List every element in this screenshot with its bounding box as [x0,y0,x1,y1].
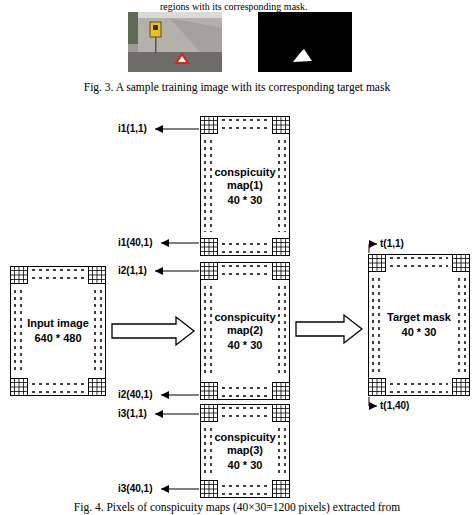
pixel-label: t(1,40) [380,400,409,412]
pixel-label: i3(1,1) [118,408,147,420]
photo-tree [128,12,138,44]
sign-mark [153,25,158,30]
leader-arrow [155,129,199,130]
leader-arrow [161,489,199,490]
pixel-label: i1(40,1) [118,237,152,249]
sign-board [150,22,161,37]
leader-arrow [161,395,199,396]
pixel-label: i3(40,1) [118,483,152,495]
road-photo [128,12,222,72]
box-title: conspicuity map(1) [214,166,276,192]
photo-base [128,12,222,72]
mask-image [258,12,352,72]
conspicuity-map-box: conspicuity map(2) 40 * 30 [200,262,290,400]
pixel-label: i2(40,1) [118,389,152,401]
box-size: 640 * 480 [34,332,81,345]
photo-road [128,52,222,72]
photo-wall [138,18,222,52]
box-size: 40 * 30 [228,459,263,472]
box-title: Target mask [387,311,451,324]
warning-triangle-inner [178,56,186,62]
leader-arrow [369,244,377,253]
box-size: 40 * 30 [402,326,437,339]
warning-triangle [174,52,190,64]
pixel-label: i2(1,1) [118,265,147,277]
photo-sky [128,12,222,22]
pixel-label: t(1,1) [380,238,404,250]
conspicuity-map-box: conspicuity map(1) 40 * 30 [200,116,290,256]
flow-arrow [112,317,194,345]
pixel-label: i1(1,1) [118,123,147,135]
target-mask-box: Target mask 40 * 30 [368,254,470,396]
leader-arrow [161,243,199,244]
box-title: Input image [27,317,89,330]
figure-caption: Fig. 4. Pixels of conspicuity maps (40×3… [0,500,474,514]
box-title: conspicuity map(3) [214,431,276,457]
box-size: 40 * 30 [228,339,263,352]
flow-arrow [296,315,362,343]
leader-arrow [155,271,199,272]
input-image-box: Input image 640 * 480 [10,266,106,396]
box-size: 40 * 30 [228,194,263,207]
mask-background [258,12,352,72]
conspicuity-map-box: conspicuity map(3) 40 * 30 [200,404,290,498]
wall-shade [170,18,222,52]
leader-arrow [369,397,377,406]
cropped-caption: regions with its corresponding mask. [160,0,410,14]
sign-post [155,37,157,53]
box-title: conspicuity map(2) [214,311,276,337]
mask-region [293,49,312,62]
leader-arrow [155,414,199,415]
figure-caption: Fig. 3. A sample training image with its… [0,80,474,94]
